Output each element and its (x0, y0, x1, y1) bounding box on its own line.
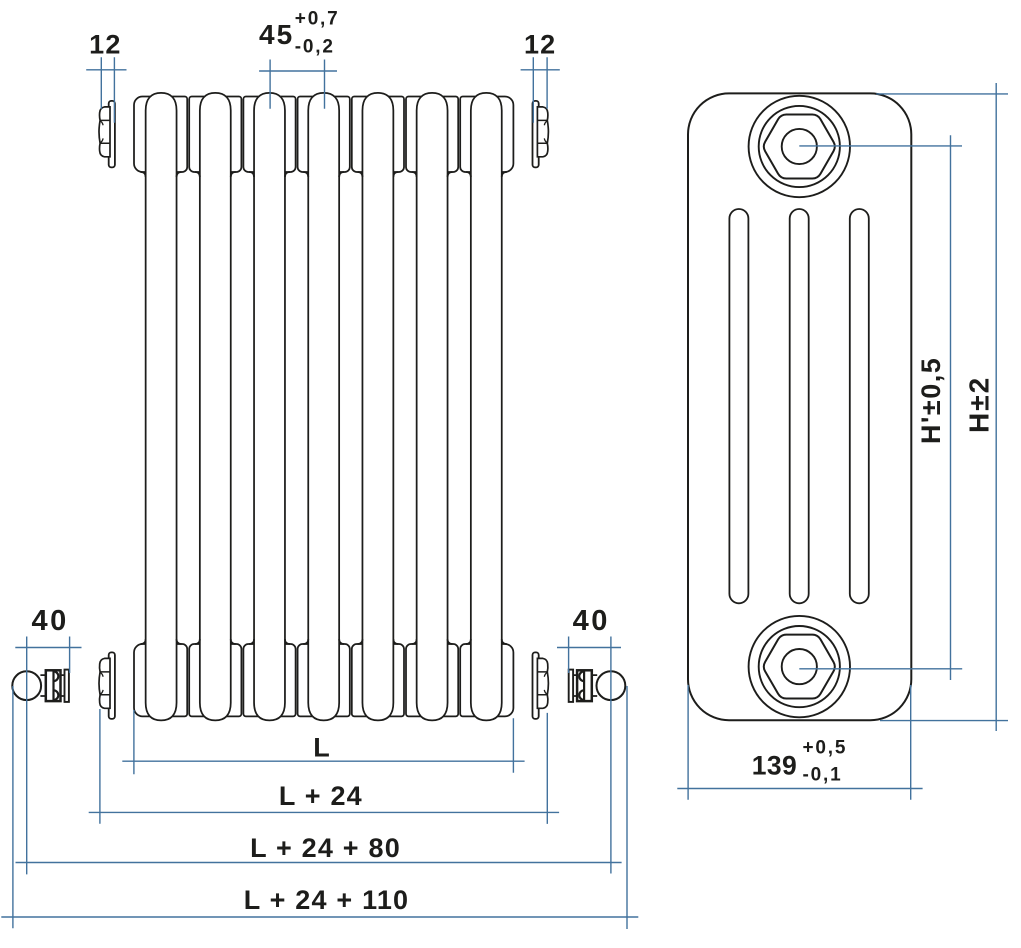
svg-text:H±2: H±2 (964, 376, 995, 433)
svg-text:45: 45 (259, 19, 294, 50)
svg-text:40: 40 (31, 605, 68, 637)
svg-text:L + 24 + 110: L + 24 + 110 (244, 885, 410, 915)
svg-text:L: L (313, 733, 331, 763)
svg-text:12: 12 (89, 29, 121, 59)
svg-text:-0,2: -0,2 (295, 37, 335, 58)
svg-text:12: 12 (524, 29, 556, 59)
svg-text:40: 40 (573, 605, 610, 637)
svg-text:L + 24 + 80: L + 24 + 80 (250, 833, 401, 863)
svg-text:+0,5: +0,5 (803, 738, 848, 759)
svg-text:-0,1: -0,1 (803, 765, 843, 786)
svg-text:L + 24: L + 24 (279, 781, 363, 811)
svg-text:H'±0,5: H'±0,5 (916, 357, 946, 444)
svg-text:139: 139 (752, 750, 797, 780)
svg-text:+0,7: +0,7 (295, 9, 340, 30)
